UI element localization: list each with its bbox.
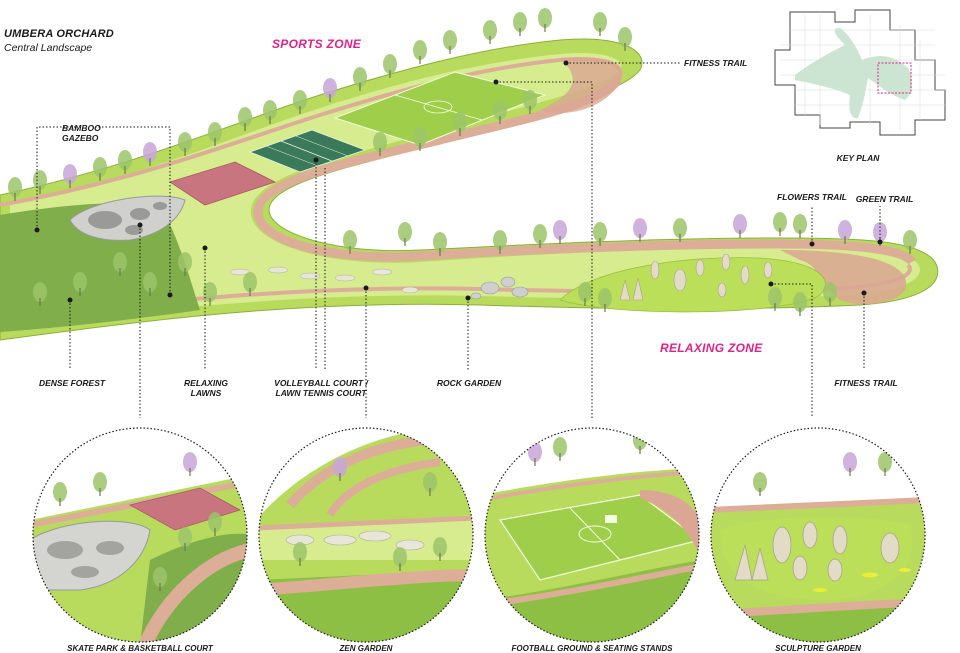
- key-plan-map: [774, 9, 946, 136]
- skate-park: [69, 195, 186, 241]
- detail-circle-3: [484, 427, 700, 643]
- basketball-court: [169, 161, 277, 206]
- bamboo-gazebo-label: BAMBOO GAZEBO: [62, 123, 101, 143]
- flowers-trail-label: FLOWERS TRAIL: [777, 192, 847, 202]
- project-title: UMBERA ORCHARD: [4, 28, 114, 40]
- leader-lines: [36, 62, 881, 418]
- relaxing-lawns-line-1: RELAXING: [184, 378, 228, 388]
- detail-caption-4: SCULPTURE GARDEN: [775, 644, 861, 653]
- volleyball-label: VOLLEYBALL COURT / LAWN TENNIS COURT: [262, 378, 380, 398]
- detail-skate-park: [33, 428, 247, 642]
- fitness-trail-top-label: FITNESS TRAIL: [684, 58, 748, 68]
- detail-caption-3: FOOTBALL GROUND & SEATING STANDS: [511, 644, 673, 653]
- fitness-trail-bottom-label: FITNESS TRAIL: [834, 378, 898, 388]
- relaxing-lawns-line-2: LAWNS: [190, 388, 222, 398]
- detail-football-ground: [485, 428, 699, 642]
- volleyball-line-2: LAWN TENNIS COURT: [275, 388, 367, 398]
- sculptures: [619, 253, 773, 301]
- detail-sculpture-garden: [711, 428, 925, 642]
- detail-caption-1: SKATE PARK & BASKETBALL COURT: [67, 644, 213, 653]
- rock-garden-label: ROCK GARDEN: [436, 378, 502, 388]
- detail-caption-2: ZEN GARDEN: [339, 644, 393, 653]
- sports-zone-label: SPORTS ZONE: [272, 37, 362, 51]
- bamboo-gazebo-line-1: BAMBOO: [62, 123, 101, 133]
- rock-garden: [470, 276, 529, 300]
- detail-circle-2: [258, 427, 474, 643]
- dense-forest-label: DENSE FOREST: [38, 378, 106, 388]
- key-plan-label: KEY PLAN: [836, 153, 880, 163]
- detail-zen-garden: [259, 428, 473, 642]
- main-plan: [0, 8, 939, 341]
- leader-dots: [34, 60, 883, 303]
- detail-circle-4: [710, 427, 926, 643]
- detail-circle-1: [32, 427, 248, 643]
- green-trail-label: GREEN TRAIL: [855, 194, 914, 204]
- football-field: [333, 71, 547, 146]
- project-subtitle: Central Landscape: [4, 42, 93, 54]
- tennis-courts: [248, 129, 367, 173]
- bamboo-gazebo-line-2: GAZEBO: [62, 133, 99, 143]
- volleyball-line-1: VOLLEYBALL COURT /: [274, 378, 368, 388]
- zen-garden: [229, 266, 419, 294]
- relaxing-lawns-label: RELAXING LAWNS: [178, 378, 234, 398]
- relaxing-zone-label: RELAXING ZONE: [660, 341, 763, 355]
